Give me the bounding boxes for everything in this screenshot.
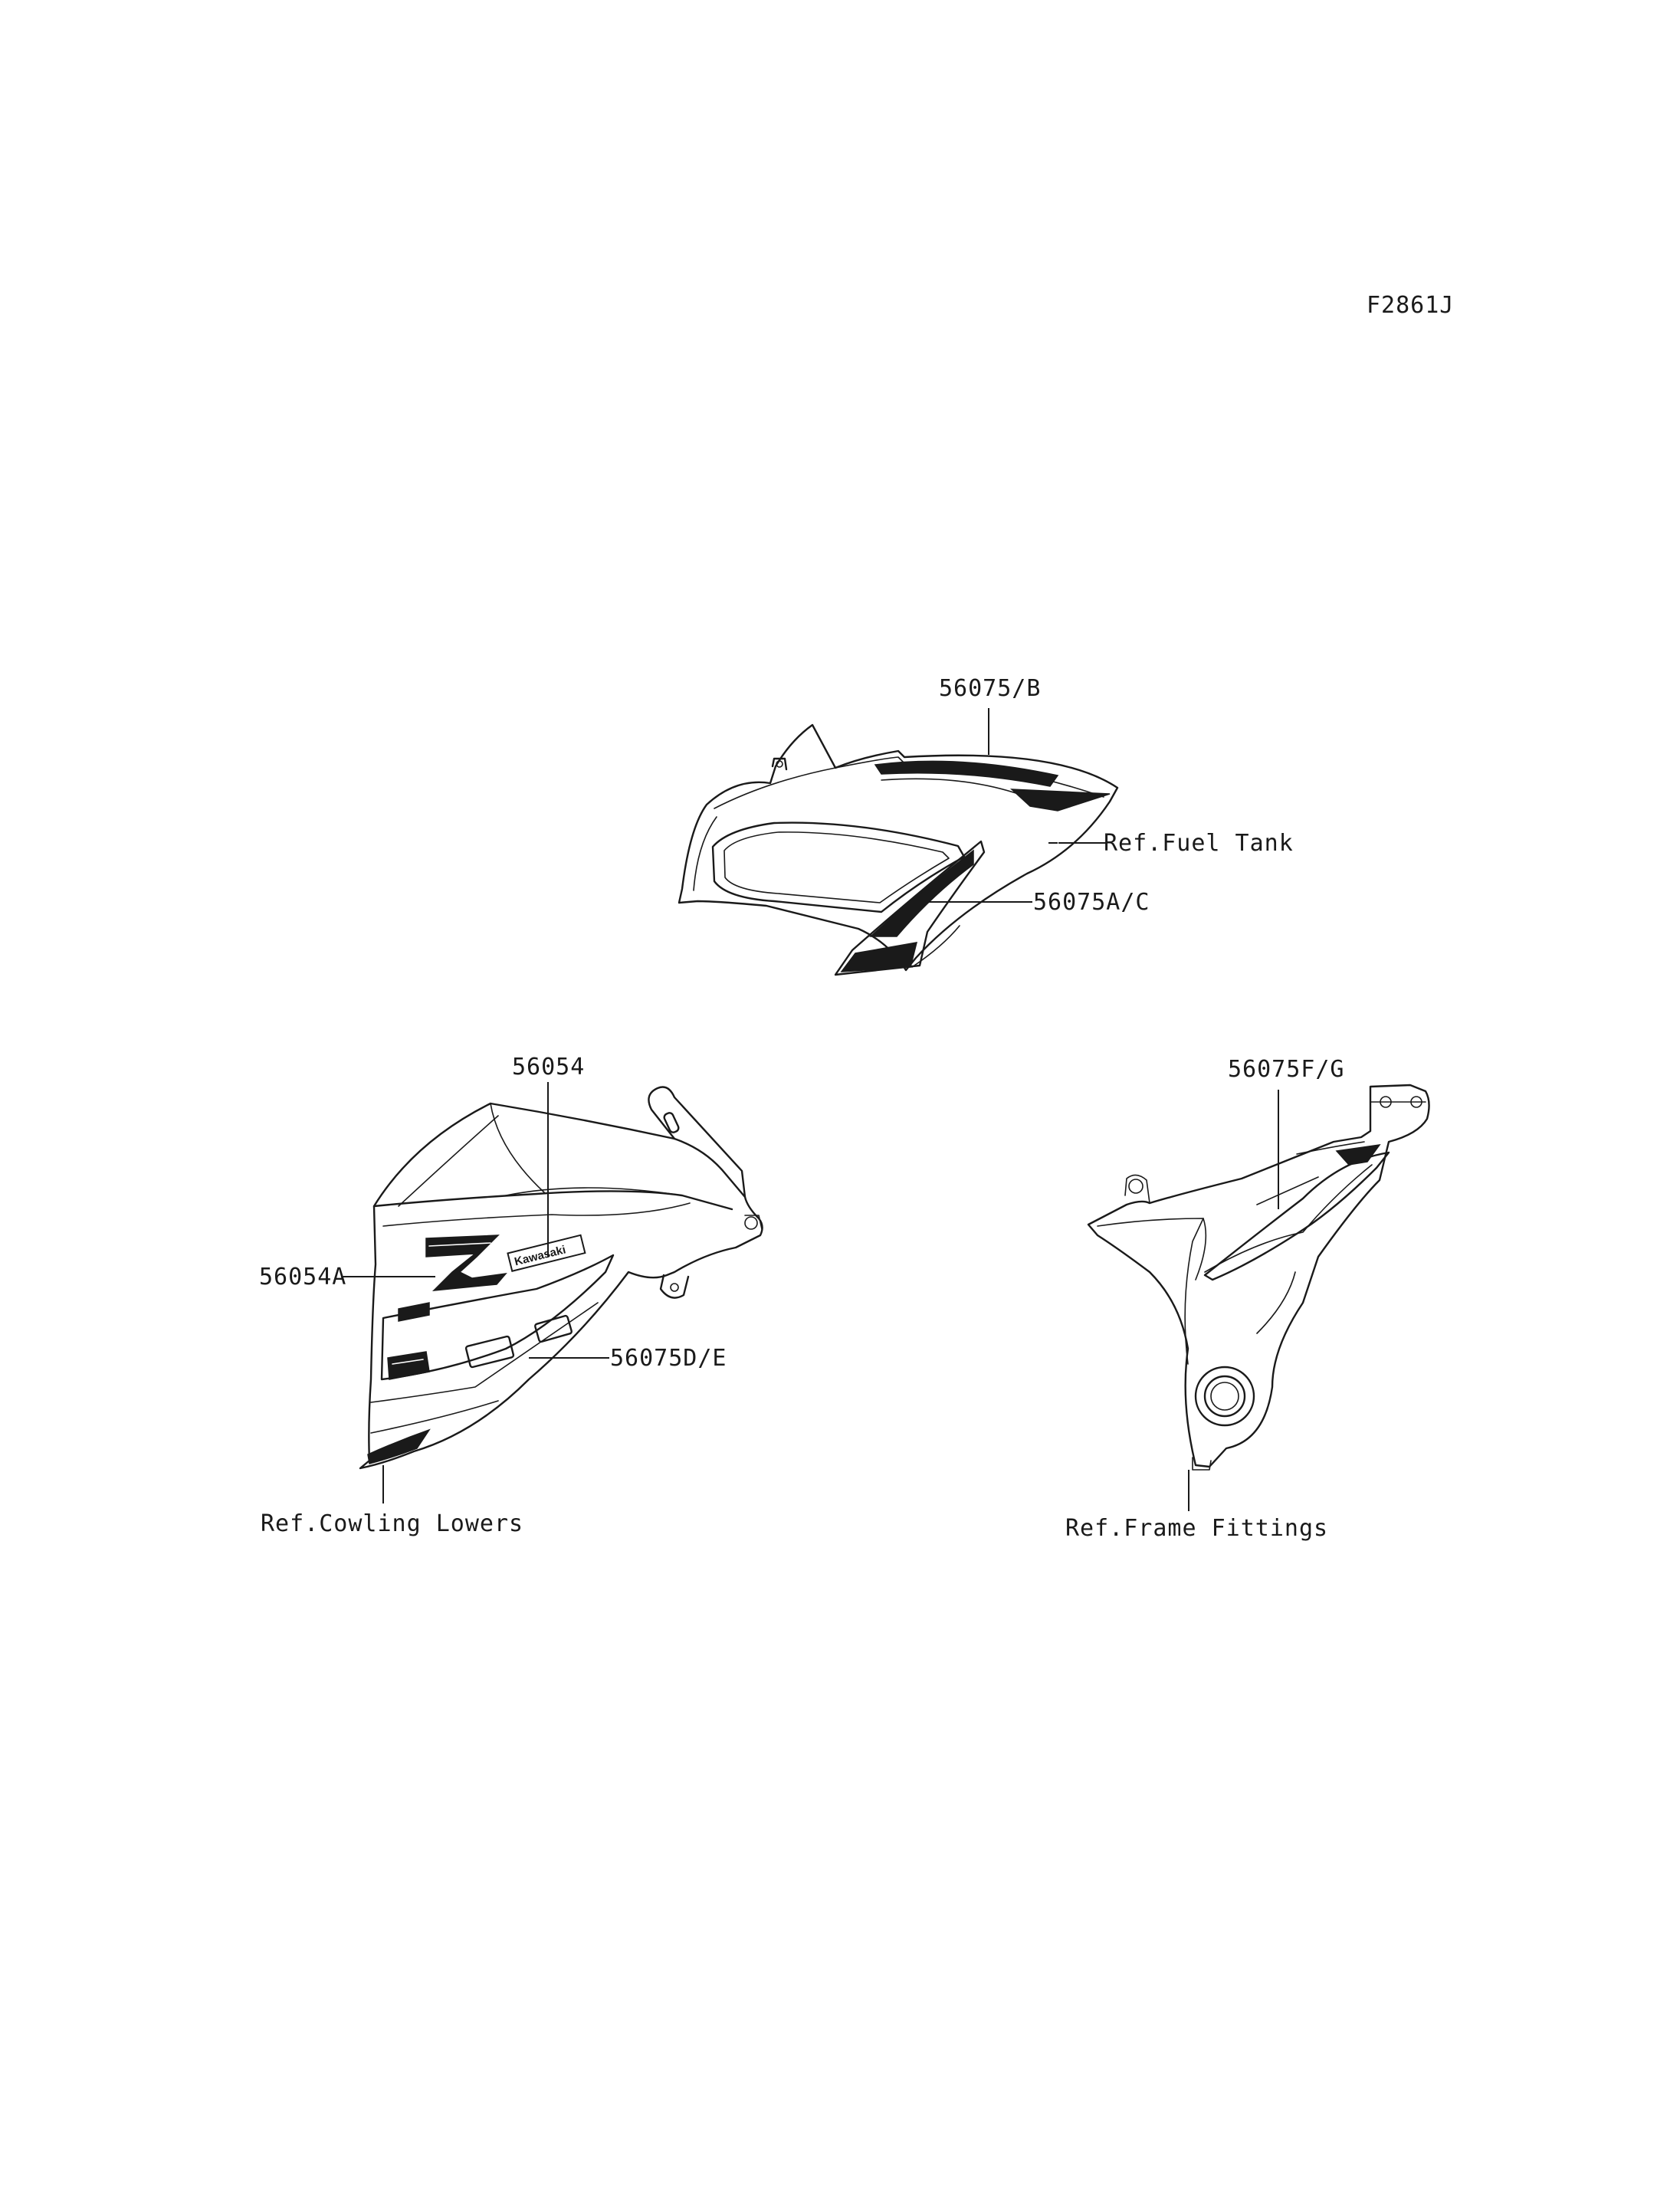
- callout-56075-b: 56075/B: [939, 675, 1041, 702]
- figure-code: F2861J: [1367, 292, 1454, 319]
- front-side-cowl: Kawasaki: [359, 1086, 763, 1470]
- callout-56075f-g: 56075F/G: [1228, 1056, 1345, 1083]
- callout-ref-frame-fittings: Ref.Frame Fittings: [1065, 1515, 1328, 1542]
- callout-56075d-e: 56075D/E: [610, 1345, 727, 1372]
- fuel-tank-cover: [678, 723, 1119, 976]
- callout-56054: 56054: [512, 1054, 585, 1080]
- frame-side-cover: [1087, 1084, 1430, 1471]
- callout-56054a: 56054A: [259, 1264, 346, 1290]
- callout-56075a-c: 56075A/C: [1033, 889, 1150, 916]
- kawasaki-badge: Kawasaki: [507, 1234, 586, 1272]
- callout-ref-fuel-tank: Ref.Fuel Tank: [1104, 830, 1294, 857]
- callout-ref-cowling-lowers: Ref.Cowling Lowers: [261, 1510, 523, 1537]
